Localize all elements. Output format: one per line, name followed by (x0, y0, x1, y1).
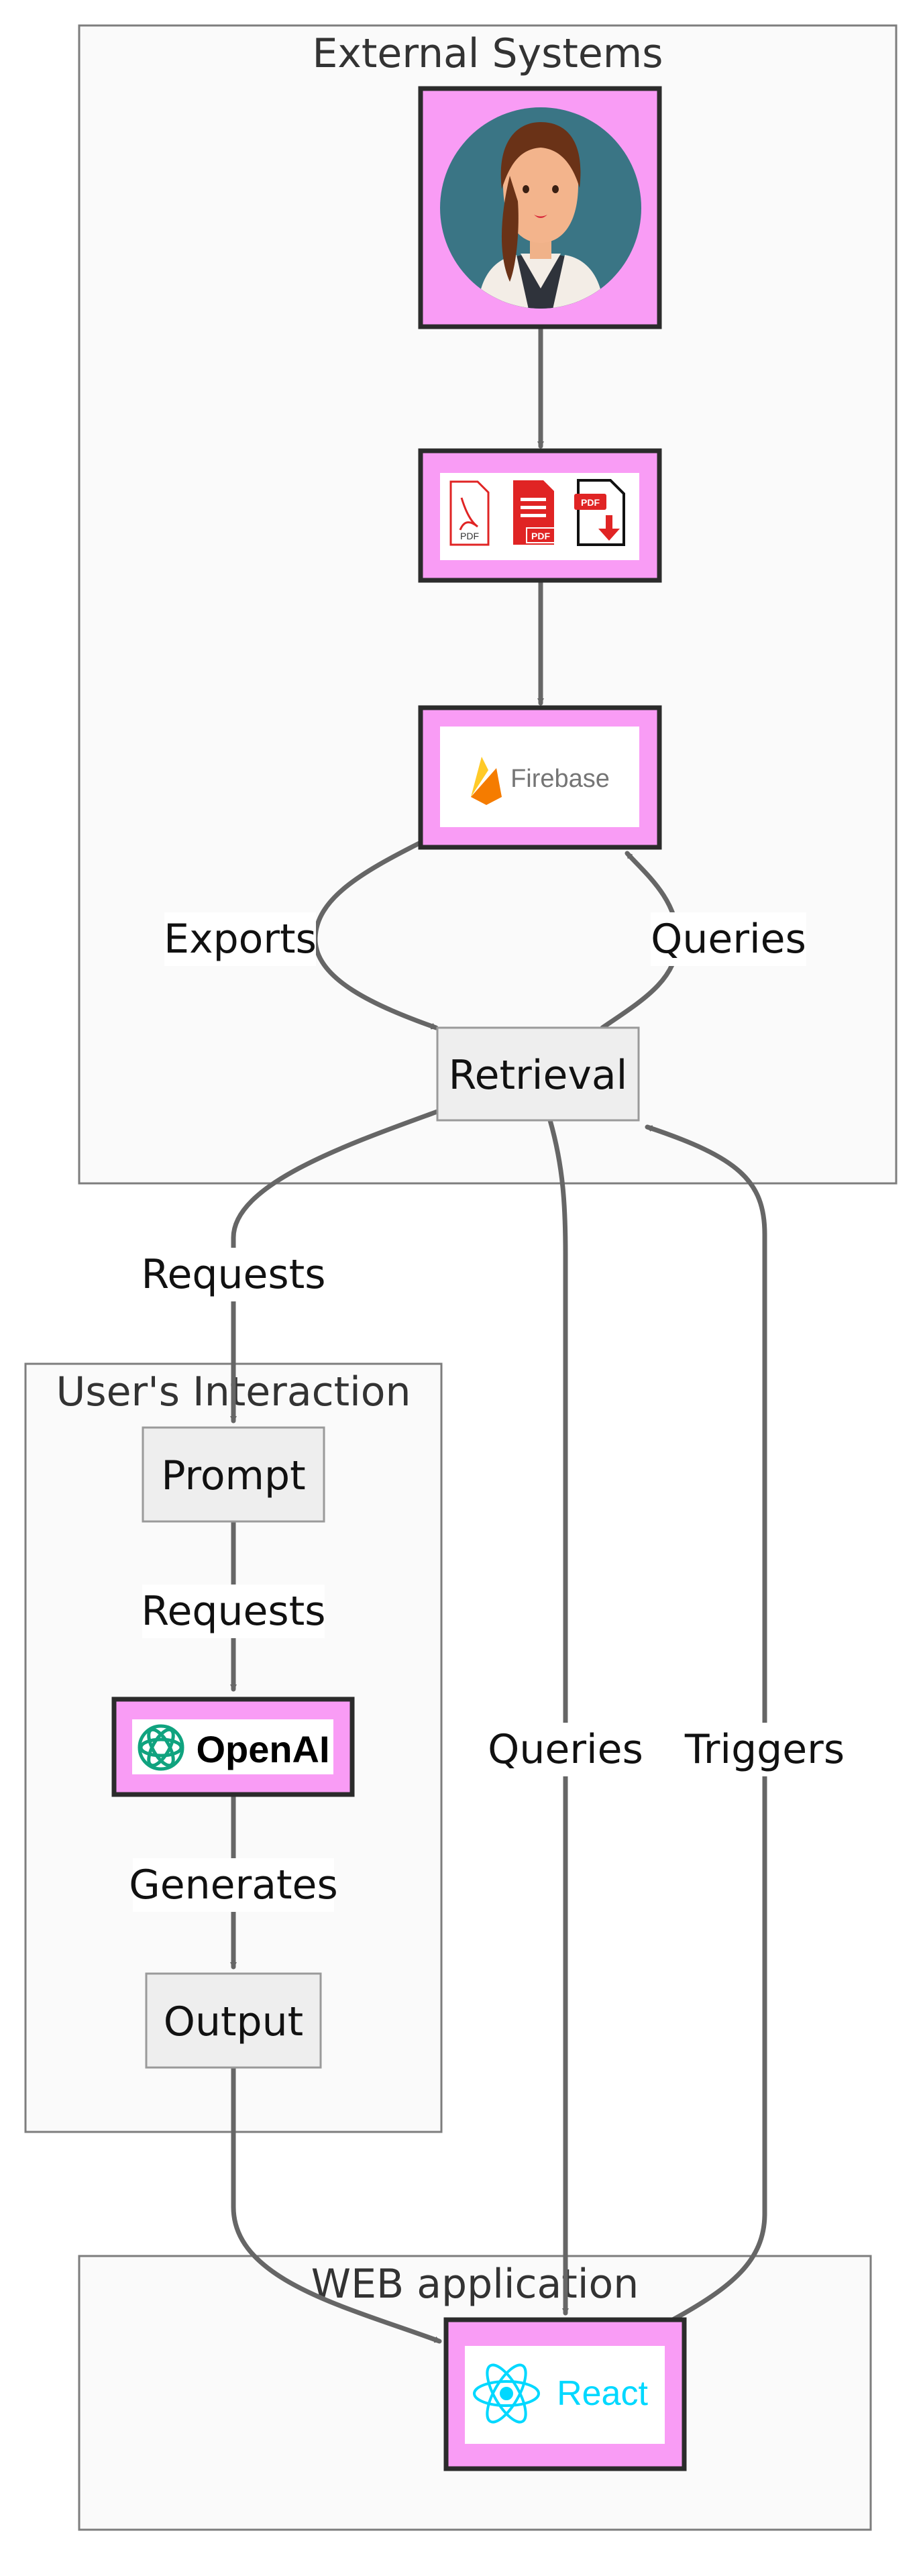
openai-knot-icon (138, 1724, 184, 1771)
edge-label-queries-firebase-text: Queries (651, 916, 806, 963)
edge-label-generates: Generates (129, 1858, 338, 1912)
node-react: React (443, 2317, 687, 2471)
firebase-logo-text: Firebase (510, 765, 610, 793)
node-documents: PDF PDF PDF (418, 448, 662, 583)
node-retrieval-label: Retrieval (449, 1052, 628, 1099)
edge-label-requests-retrieval: Requests (142, 1248, 326, 1301)
node-retrieval: Retrieval (436, 1026, 640, 1122)
edge-label-requests-prompt: Requests (142, 1585, 326, 1638)
node-output-label: Output (164, 1998, 303, 2045)
edge-output-to-react (231, 2065, 442, 2344)
node-output: Output (145, 1972, 322, 2069)
cluster-web-application-title: WEB application (311, 2261, 639, 2308)
edge-label-queries-firebase: Queries (651, 912, 806, 966)
firebase-flame-icon (471, 757, 502, 805)
node-openai: OpenAI (111, 1697, 355, 1797)
react-atom-icon (473, 2363, 540, 2424)
cluster-external-systems-title: External Systems (312, 30, 663, 77)
svg-text:PDF: PDF (460, 531, 479, 541)
pdf-download-icon: PDF (574, 479, 625, 546)
edge-label-triggers-text: Triggers (684, 1726, 845, 1773)
edge-label-requests-prompt-text: Requests (142, 1588, 326, 1635)
edge-label-queries-react: Queries (488, 1723, 643, 1776)
node-firebase: Firebase (418, 705, 662, 850)
edge-labels: Exports Queries Requests Requests Genera… (129, 912, 845, 1912)
pdf-list-icon: PDF (513, 480, 555, 545)
svg-text:PDF: PDF (531, 531, 550, 541)
edge-triggers (645, 1124, 767, 2322)
edge-label-generates-text: Generates (129, 1862, 337, 1909)
edge-requests-retrieval (230, 1109, 440, 1424)
pdf-document-icon: PDF (449, 480, 490, 546)
edge-label-exports-text: Exports (164, 916, 317, 963)
edge-label-queries-react-text: Queries (488, 1726, 643, 1773)
react-logo-text: React (557, 2374, 648, 2413)
node-prompt: Prompt (142, 1426, 325, 1523)
edge-queries-react (547, 1118, 569, 2316)
edge-label-exports: Exports (164, 912, 317, 966)
node-user (418, 86, 662, 329)
openai-logo-text: OpenAI (196, 1728, 329, 1770)
pdf-badge-text: PDF (581, 497, 600, 508)
edge-label-triggers: Triggers (684, 1723, 845, 1776)
woman-avatar-icon (440, 107, 641, 309)
cluster-web-application: WEB application (78, 2255, 872, 2531)
edge-label-requests-retrieval-text: Requests (142, 1251, 326, 1298)
node-prompt-label: Prompt (161, 1452, 305, 1499)
